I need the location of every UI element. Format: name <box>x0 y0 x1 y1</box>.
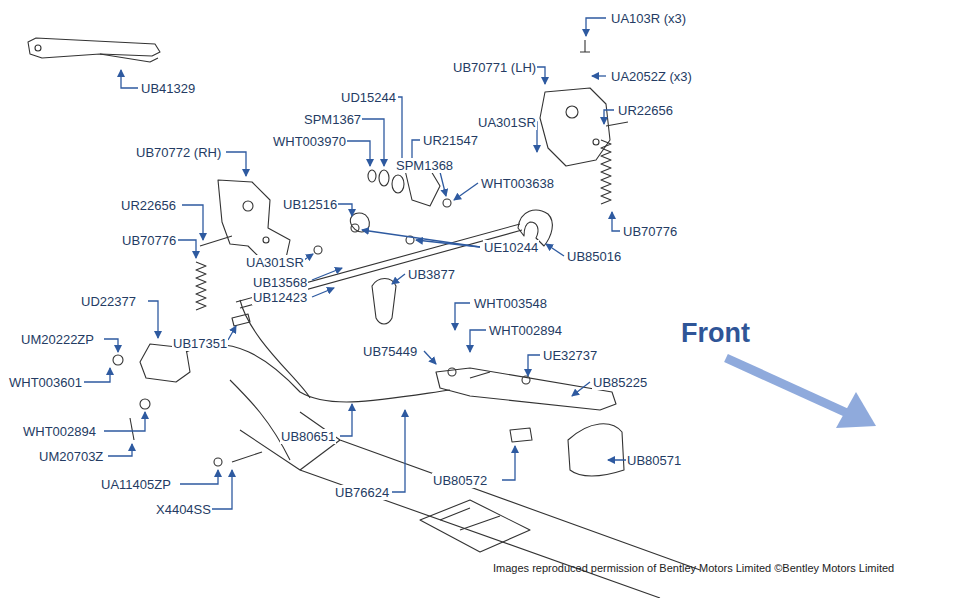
part-number: UB41329 <box>140 81 196 96</box>
part-number: UD15244 <box>340 90 397 105</box>
part-number: UA2052Z (x3) <box>610 69 693 84</box>
caption: Images reproduced permission of Bentley … <box>492 561 895 576</box>
part-number: WHT003970 <box>272 134 347 149</box>
part-number: UB17351 <box>172 336 228 351</box>
part-number: UA301SR <box>477 115 537 130</box>
part-number: WHT002894 <box>22 424 97 439</box>
part-number: SPM1368 <box>395 158 454 173</box>
part-number: UR21547 <box>422 133 479 148</box>
direction-label: Front <box>680 318 751 348</box>
part-number: UB3877 <box>407 267 456 282</box>
front-arrowhead <box>836 392 876 428</box>
part-number: UR22656 <box>120 198 177 213</box>
part-number: UA301SR <box>245 255 305 270</box>
part-number: UB70772 (RH) <box>135 145 222 160</box>
part-number: UM20222ZP <box>20 332 95 347</box>
part-number: UB85016 <box>566 249 622 264</box>
part-number: UB85225 <box>592 375 648 390</box>
leader-lines <box>84 18 626 509</box>
part-number: UB12423 <box>252 290 308 305</box>
part-number: UD22377 <box>80 294 137 309</box>
part-number: UB76624 <box>334 485 390 500</box>
part-number: UB70776 <box>622 224 678 239</box>
front-arrow <box>726 358 858 418</box>
part-number: UB80651 <box>280 429 336 444</box>
part-number: UB13568 <box>252 275 308 290</box>
part-number: WHT003638 <box>480 176 555 191</box>
part-number: UB80572 <box>432 473 488 488</box>
part-number: UB12516 <box>282 197 338 212</box>
part-number: X4404SS <box>155 502 212 517</box>
part-number: UB70771 (LH) <box>452 60 537 75</box>
part-number: UB80571 <box>626 453 682 468</box>
part-number: UB70776 <box>121 233 177 248</box>
exploded-view <box>28 38 700 598</box>
part-number: UE32737 <box>542 348 598 363</box>
part-number: UB75449 <box>362 344 418 359</box>
part-number: WHT003548 <box>473 296 548 311</box>
part-number: WHT003601 <box>8 375 83 390</box>
part-number: UE10244 <box>483 240 539 255</box>
part-number: WHT002894 <box>488 323 563 338</box>
part-number: UM20703Z <box>38 449 104 464</box>
part-number: UR22656 <box>617 103 674 118</box>
part-number: SPM1367 <box>303 112 362 127</box>
part-number: UA11405ZP <box>100 477 172 492</box>
part-number: UA103R (x3) <box>610 11 687 26</box>
